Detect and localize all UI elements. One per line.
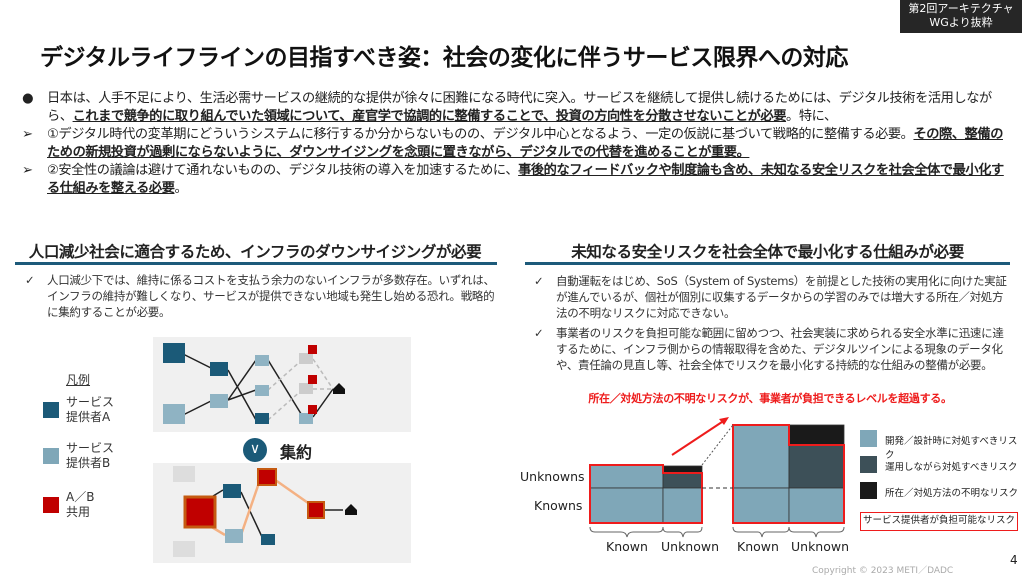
- bullet-3: ➢ ②安全性の議論は避けて通れないものの、デジタル技術の導入を加速するために、事…: [22, 162, 1007, 198]
- risk-legend-label: 開発／設計時に対処すべきリスク: [885, 436, 1018, 461]
- right-heading-rule: [525, 262, 1010, 265]
- risk-legend-label: 運用しながら対処すべきリスク: [885, 462, 1018, 473]
- shared-home-icon: [307, 501, 325, 519]
- small-known-knowns: [589, 487, 664, 524]
- legend-label-shared: A／B 共用: [66, 490, 95, 519]
- building-icon-b: [225, 529, 243, 543]
- big-unknown-knowns: [788, 487, 845, 524]
- x-label: Known: [737, 539, 779, 554]
- shared-building-icon: [183, 495, 217, 529]
- y-label-unknowns: Unknowns: [520, 469, 585, 484]
- legend-label-b: サービス 提供者B: [66, 441, 115, 470]
- network-diagram: [153, 337, 411, 563]
- bullet-text: 日本は、人手不足により、生活必需サービスの継続的な提供が徐々に困難になる時代に突…: [47, 91, 992, 124]
- source-tag-line2: WGより抜粋: [929, 16, 993, 29]
- y-label-knowns: Knowns: [534, 498, 583, 513]
- house-icon: [333, 383, 345, 394]
- building-icon-a: [223, 484, 241, 498]
- small-unknown-operational: [662, 472, 703, 489]
- big-unknown-unclear: [788, 424, 845, 446]
- consolidate-label: 集約: [280, 443, 313, 462]
- building-icon-a: [261, 534, 275, 545]
- x-label: Known: [606, 539, 648, 554]
- arrow-head-icon: [719, 417, 729, 425]
- risk-diagram: [589, 417, 845, 538]
- brace-icon: [589, 526, 845, 538]
- small-unknown-unclear: [662, 465, 703, 474]
- bullet-emphasis: 事後的なフィードバックや制度論も含め、未知なる安全リスクを社会全体で最小化する仕…: [47, 163, 1004, 196]
- left-heading-rule: [15, 262, 497, 265]
- legend-swatch-shared: [43, 497, 59, 513]
- big-known-knowns: [732, 487, 790, 524]
- check-icon: ✓: [25, 273, 35, 287]
- home-icon-b: [299, 413, 313, 424]
- shared-building-icon: [257, 468, 277, 486]
- risk-legend-swatch: [860, 482, 877, 499]
- source-tag-line1: 第2回アーキテクチャ: [908, 2, 1014, 15]
- bullet-emphasis: これまで競争的に取り組んでいた領域について、産官学で協調的に整備することで、投資…: [72, 109, 787, 124]
- right-heading: 未知なる安全リスクを社会全体で最小化する仕組みが必要: [571, 243, 964, 261]
- risk-legend-swatch: [860, 430, 877, 447]
- small-known-unknowns: [589, 464, 664, 489]
- bullet-text: ①デジタル時代の変革期にどういうシステムに移行するか分からないものの、デジタル中…: [47, 127, 914, 142]
- bullet-marker: ➢: [22, 163, 33, 178]
- x-label: Unknown: [791, 539, 850, 554]
- building-icon-b: [163, 355, 269, 424]
- legend-swatch-a: [43, 402, 59, 418]
- boundary-legend: サービス提供者が負担可能なリスク: [860, 512, 1018, 531]
- chevron-down-icon: ∨: [243, 438, 267, 462]
- dashed-guide: [701, 424, 734, 466]
- bullet-text: ②安全性の議論は避けて通れないものの、デジタル技術の導入を加速するために、: [47, 163, 519, 178]
- house-icon: [345, 504, 357, 515]
- risk-legend-swatch: [860, 456, 877, 473]
- bullet-1: ● 日本は、人手不足により、生活必需サービスの継続的な提供が徐々に困難になる時代…: [22, 90, 1007, 126]
- page-title: デジタルライフラインの目指すべき姿：社会の変化に伴うサービス限界への対応: [40, 45, 848, 71]
- left-text-body: 人口減少下では、維持に係るコストを支払う余力のないインフラが多数存在。いずれは、…: [47, 273, 495, 319]
- source-tag: 第2回アーキテクチャ WGより抜粋: [900, 0, 1022, 33]
- risk-legend-label: 所在／対処方法の不明なリスク: [885, 488, 1019, 499]
- bullet-marker: ➢: [22, 127, 33, 142]
- boundary-small: [589, 464, 703, 524]
- boundary-big: [732, 424, 845, 524]
- growth-arrow: [671, 419, 726, 456]
- bullet-emphasis: その際、整備のための新規投資が過剰にならないように、ダウンサイジングを念頭に置き…: [47, 127, 1003, 160]
- home-icon-faded: [299, 353, 313, 394]
- page-number: 4: [1010, 553, 1018, 567]
- x-label: Unknown: [661, 539, 720, 554]
- check-icon: ✓: [534, 326, 544, 340]
- legend-swatch-b: [43, 448, 59, 464]
- right-item-2: ✓ 事業者のリスクを負担可能な範囲に留めつつ、社会実装に求められる安全水準に迅速…: [534, 325, 1009, 373]
- alert-text: 所在／対処方法の不明なリスクが、事業者が負担できるレベルを超過する。: [588, 392, 952, 405]
- legend-title: 凡例: [66, 373, 91, 387]
- legend-label-a: サービス 提供者A: [66, 395, 115, 424]
- bullet-marker: ●: [22, 91, 34, 106]
- right-item-1: ✓ 自動運転をはじめ、SoS（System of Systems）を前提とした技…: [534, 273, 1009, 321]
- before-panel: [153, 337, 411, 432]
- small-unknown-knowns: [662, 487, 703, 524]
- right-item-text: 自動運転をはじめ、SoS（System of Systems）を前提とした技術の…: [556, 274, 1007, 320]
- building-icon-faded: [173, 466, 195, 557]
- right-item-text: 事業者のリスクを負担可能な範囲に留めつつ、社会実装に求められる安全水準に迅速に達…: [556, 326, 1004, 372]
- left-heading: 人口減少社会に適合するため、インフラのダウンサイジングが必要: [28, 243, 482, 261]
- big-unknown-operational: [788, 444, 845, 489]
- bullet-2: ➢ ①デジタル時代の変革期にどういうシステムに移行するか分からないものの、デジタ…: [22, 126, 1007, 162]
- building-icon-a: [163, 343, 269, 424]
- bullet-text: 。特に、: [786, 109, 837, 124]
- shared-marker: [308, 345, 317, 414]
- left-text: ✓ 人口減少下では、維持に係るコストを支払う余力のないインフラが多数存在。いずれ…: [25, 272, 505, 320]
- check-icon: ✓: [534, 274, 544, 288]
- big-known-unknowns: [732, 424, 790, 489]
- bullet-text: 。: [174, 181, 188, 196]
